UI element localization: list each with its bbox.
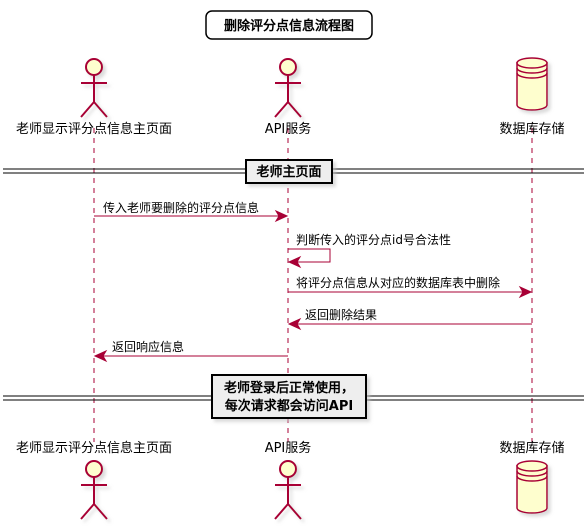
database-db-top: 数据库存储 xyxy=(499,57,565,137)
divider-teacher-home: 老师主页面 xyxy=(3,159,584,184)
diagram-title: 删除评分点信息流程图 xyxy=(205,10,373,40)
divider-label-line1: 老师登录后正常使用， xyxy=(223,380,354,396)
participant-label: API服务 xyxy=(265,121,312,137)
actor-teacher-top: 老师显示评分点信息主页面 xyxy=(16,58,172,137)
message-label: 将评分点信息从对应的数据库表中删除 xyxy=(296,275,500,290)
actor-api-bottom: API服务 xyxy=(265,440,312,520)
divider-label: 老师主页面 xyxy=(255,164,321,180)
message-label: 返回响应信息 xyxy=(112,339,184,354)
message-m4: 返回删除结果 xyxy=(287,307,532,331)
message-label: 返回删除结果 xyxy=(305,307,377,322)
database-db-bottom: 数据库存储 xyxy=(499,440,565,514)
participant-label: 数据库存储 xyxy=(499,121,564,137)
message-m2: 判断传入的评分点id号合法性 xyxy=(287,232,451,269)
arrowhead xyxy=(93,349,108,363)
participant-label: 老师显示评分点信息主页面 xyxy=(16,440,172,456)
actor-icon xyxy=(80,460,108,520)
divider-label-line2: 每次请求都会访问API xyxy=(225,398,353,414)
actor-icon xyxy=(274,58,302,118)
arrowhead xyxy=(287,255,302,269)
actor-teacher-bottom: 老师显示评分点信息主页面 xyxy=(16,440,172,520)
database-icon xyxy=(516,57,548,111)
message-m1: 传入老师要删除的评分点信息 xyxy=(94,200,289,223)
participant-label: API服务 xyxy=(265,440,312,456)
arrowhead xyxy=(287,317,302,331)
message-m5: 返回响应信息 xyxy=(93,339,288,363)
actor-icon xyxy=(80,58,108,118)
message-label: 传入老师要删除的评分点信息 xyxy=(103,200,259,215)
diagram-title-text: 删除评分点信息流程图 xyxy=(224,18,354,34)
message-label: 判断传入的评分点id号合法性 xyxy=(296,232,451,247)
participant-label: 数据库存储 xyxy=(499,440,564,456)
arrowhead xyxy=(274,209,289,223)
actor-api-top: API服务 xyxy=(265,58,312,137)
divider-normal-use: 老师登录后正常使用， 每次请求都会访问API xyxy=(3,374,584,419)
actor-icon xyxy=(274,460,302,520)
arrowhead xyxy=(518,285,533,299)
participant-label: 老师显示评分点信息主页面 xyxy=(16,121,172,137)
message-m3: 将评分点信息从对应的数据库表中删除 xyxy=(288,275,533,299)
database-icon xyxy=(516,460,548,514)
